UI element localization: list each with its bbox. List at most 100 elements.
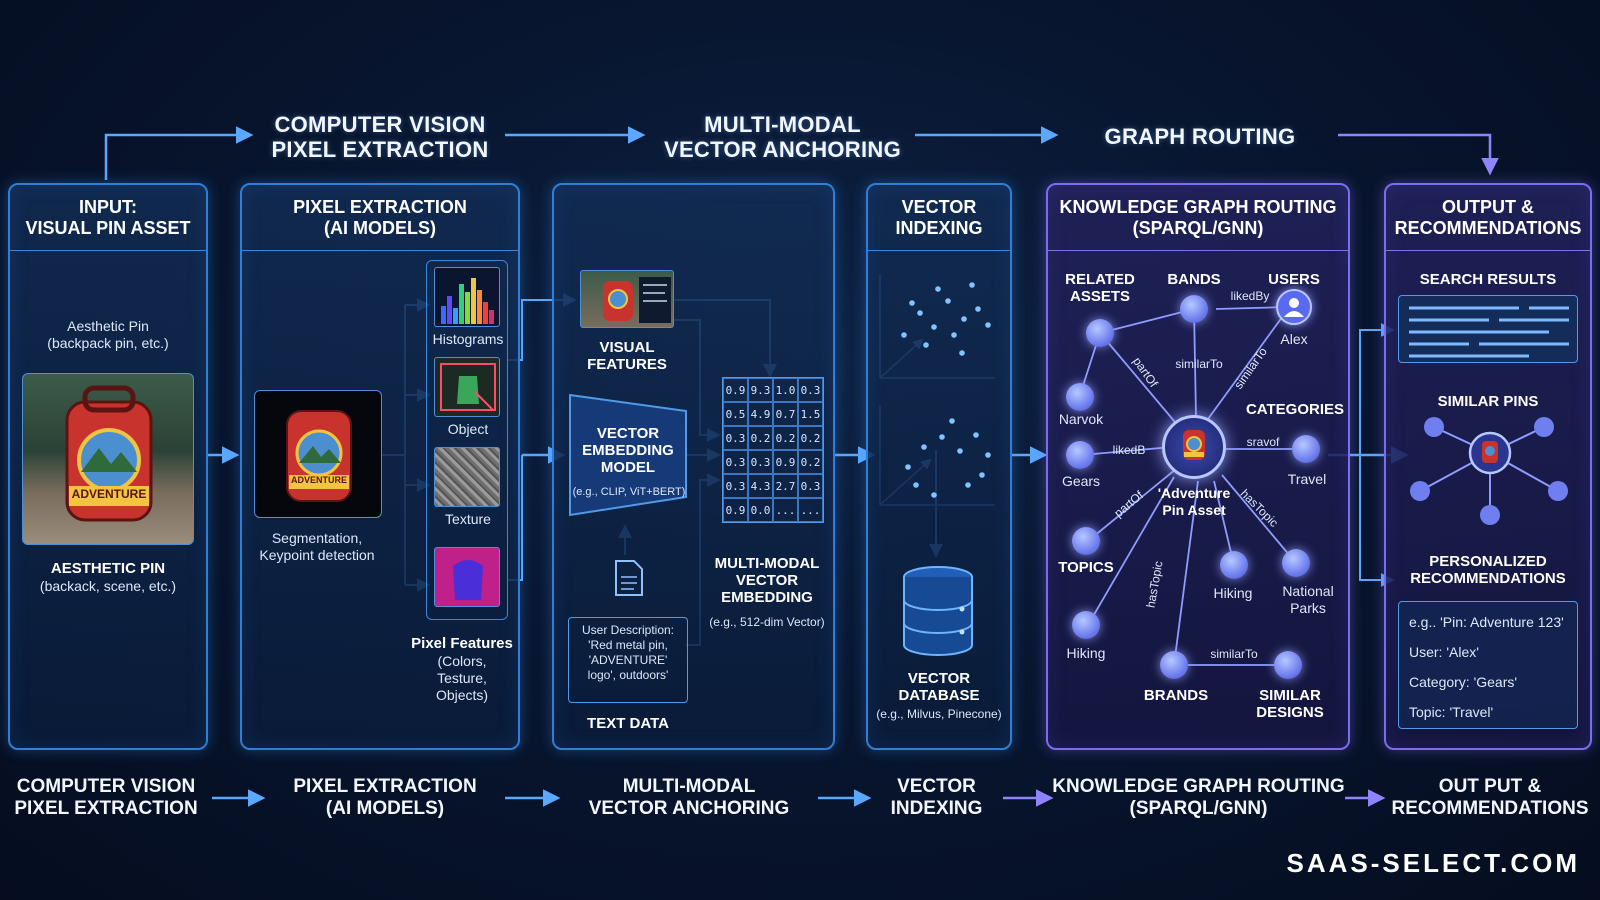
matrix-cell: 0.3 [723, 474, 748, 498]
pin-photo-icon [603, 277, 671, 323]
embedding-model-sub: (e.g., CLIP, ViT+BERT) [572, 486, 686, 498]
input-subtitle: Aesthetic Pin (backpack pin, etc.) [47, 318, 169, 351]
top-stage-graph: GRAPH ROUTING [1104, 124, 1296, 149]
matrix-cell: 4.9 [748, 402, 773, 426]
matrix-cell: 0.3 [748, 450, 773, 474]
arrow-graph-search [1359, 323, 1395, 455]
label-hiking-left: Hiking [1066, 645, 1106, 661]
scatter-plots [901, 282, 991, 498]
scatter-point [973, 432, 979, 438]
scatter-point [961, 316, 967, 322]
graph-node-related-assets[interactable] [1086, 319, 1114, 347]
scatter-point [931, 492, 937, 498]
edge-similarto-1: similarTo [1175, 357, 1223, 371]
pixel-pin-image: ADVENTURE [254, 390, 382, 518]
panel-pixel-title: PIXEL EXTRACTION (AI MODELS) [242, 185, 518, 251]
segmentation-label: Segmentation, Keypoint detection [259, 530, 375, 563]
graph-node-brands[interactable] [1160, 651, 1188, 679]
graph-node-hiking-left[interactable] [1072, 611, 1100, 639]
backpack-pin-icon [65, 385, 153, 522]
label-categories: CATEGORIES [1245, 401, 1345, 418]
graph-node-narvok[interactable] [1066, 383, 1094, 411]
matrix-cell: 0.2 [773, 426, 798, 450]
texture-label: Texture [445, 511, 491, 527]
matrix-cell: 0.0 [748, 498, 773, 522]
search-results-box[interactable] [1398, 295, 1578, 363]
top-stage-anchoring: MULTI-MODAL VECTOR ANCHORING [663, 112, 902, 162]
recommendations-box[interactable]: e.g.. 'Pin: Adventure 123' User: 'Alex' … [1398, 601, 1578, 729]
feature-stack [426, 260, 508, 620]
label-users: USERS [1268, 271, 1320, 288]
embedding-model-title: VECTOR EMBEDDING MODEL [582, 425, 674, 476]
scatter-point [923, 342, 929, 348]
scatter-point [901, 332, 907, 338]
bottom-stage-6: OUT PUT & RECOMMENDATIONS [1391, 776, 1589, 819]
scatter-point [935, 286, 941, 292]
label-topics: TOPICS [1058, 559, 1114, 576]
pixel-features-bold: Pixel Features [411, 635, 513, 652]
panel-input: INPUT: VISUAL PIN ASSET Aesthetic Pin (b… [8, 183, 208, 750]
color-mask-icon [453, 560, 483, 600]
scatter-point [985, 322, 991, 328]
label-brands: BRANDS [1143, 687, 1209, 704]
text-data-description: User Description: 'Red metal pin, 'ADVEN… [581, 623, 675, 682]
matrix-cell: 9.3 [748, 378, 773, 402]
graph-node-bands[interactable] [1180, 295, 1208, 323]
graph-node-center[interactable] [1162, 415, 1226, 479]
panel-indexing: VECTOR INDEXING VECTOR DATABASE (e.g., M… [866, 183, 1012, 750]
label-hiking-mid: Hiking [1213, 585, 1253, 601]
matrix-cell: 0.2 [748, 426, 773, 450]
scatter-point [951, 332, 957, 338]
similar-pins-label: SIMILAR PINS [1437, 393, 1539, 410]
matrix-cell: 1.5 [798, 402, 823, 426]
segmented-pin-icon [286, 410, 352, 502]
graph-node-gears[interactable] [1066, 441, 1094, 469]
label-alex: Alex [1280, 331, 1308, 347]
top-arrow-1 [104, 126, 254, 180]
label-bands: BANDS [1167, 271, 1221, 288]
db-title: VECTOR DATABASE [898, 670, 980, 704]
graph-node-national-parks[interactable] [1282, 549, 1310, 577]
embedding-title: MULTI-MODAL VECTOR EMBEDDING [714, 555, 820, 606]
edge-likedb: likedB [1112, 443, 1146, 457]
label-related-assets: RELATED ASSETS [1065, 271, 1135, 305]
user-icon[interactable] [1276, 289, 1312, 325]
scatter-point [917, 310, 923, 316]
rec-item-3: Category: 'Gears' [1409, 674, 1518, 690]
graph-node-similar-designs[interactable] [1274, 651, 1302, 679]
panel-graph-title: KNOWLEDGE GRAPH ROUTING (SPARQL/GNN) [1048, 185, 1348, 251]
matrix-cell: 0.3 [723, 426, 748, 450]
scatter-point [909, 300, 915, 306]
matrix-cell: ... [798, 498, 823, 522]
graph-node-topics[interactable] [1072, 527, 1100, 555]
bottom-stage-2: PIXEL EXTRACTION (AI MODELS) [293, 776, 477, 819]
watermark: SAAS-SELECT.COM [1286, 848, 1580, 878]
panel-input-title: INPUT: VISUAL PIN ASSET [10, 185, 206, 251]
scatter-point [957, 448, 963, 454]
label-narvok: Narvok [1058, 411, 1104, 427]
rec-item-2: User: 'Alex' [1409, 644, 1479, 660]
input-caption: (backack, scene, etc.) [39, 578, 177, 594]
embedding-sub: (e.g., 512-dim Vector) [709, 615, 825, 629]
label-center: 'Adventure Pin Asset [1157, 485, 1231, 518]
graph-node-travel[interactable] [1292, 435, 1320, 463]
scatter-point [979, 472, 985, 478]
matrix-cell: 0.9 [723, 498, 748, 522]
edge-similarto-3: similarTo [1210, 647, 1258, 661]
histogram-thumb [434, 267, 500, 327]
scatter-point [945, 298, 951, 304]
embedding-model-shape [569, 393, 687, 517]
object-thumb [434, 357, 500, 417]
text-data-box [568, 617, 688, 703]
graph-node-hiking-mid[interactable] [1220, 551, 1248, 579]
pixel-features: (Colors, Testure, Objects) [435, 653, 489, 703]
scatter-point [905, 464, 911, 470]
panel-indexing-title: VECTOR INDEXING [868, 185, 1010, 251]
visual-features-label: VISUAL FEATURES [587, 339, 667, 373]
scatter-point [959, 350, 965, 356]
arrow-graph-personal [1359, 455, 1395, 587]
panel-pixel: PIXEL EXTRACTION (AI MODELS) ADVENTURE S… [240, 183, 520, 750]
texture-thumb [434, 447, 500, 507]
search-results-label: SEARCH RESULTS [1419, 271, 1557, 288]
